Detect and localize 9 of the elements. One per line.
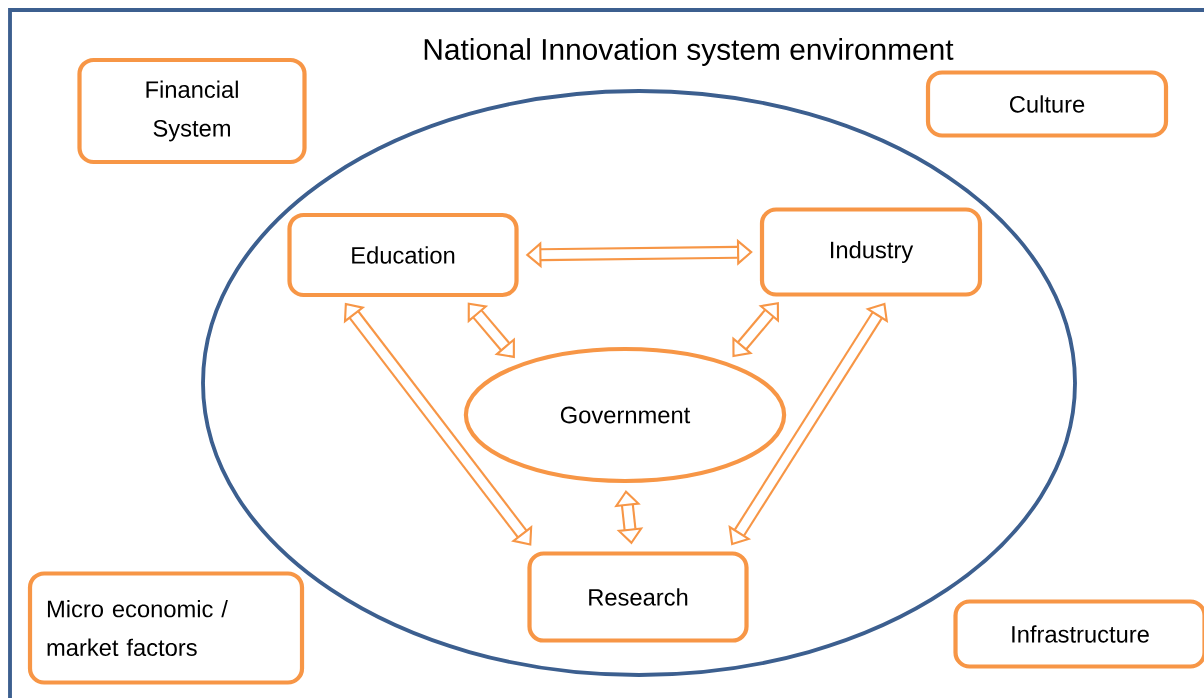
text-box: Culture [925,70,1169,138]
double-arrow [343,302,533,546]
text-box: Education [287,212,519,298]
text-box: Financial System [77,57,307,165]
title: National Innovation system environment [424,38,954,66]
text-box: Micro economic / market factors [27,571,305,685]
text-box: Industry [759,207,983,297]
text-box: Research [527,551,749,643]
text-box: Infrastructure [953,599,1204,669]
